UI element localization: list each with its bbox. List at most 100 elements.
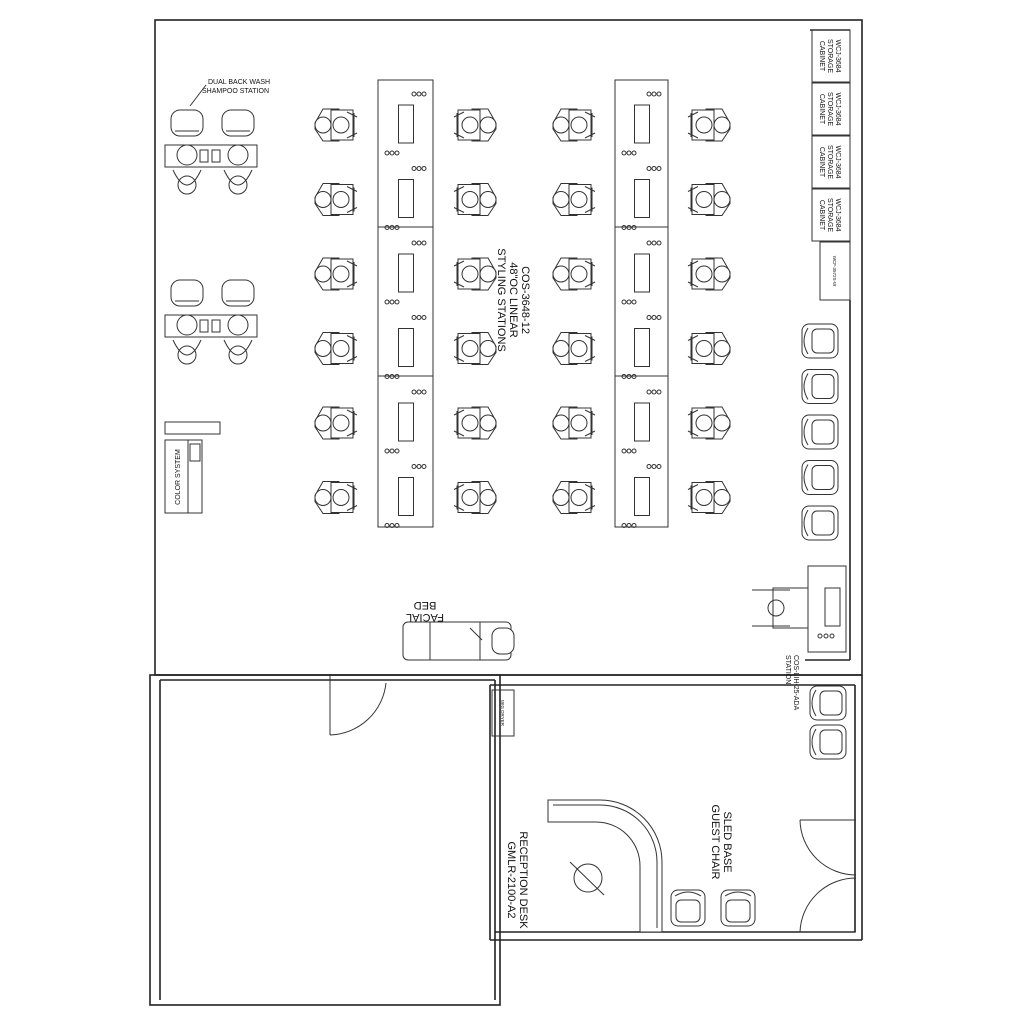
cabinet-label: STORAGE — [826, 198, 833, 232]
cabinet-label: STORAGE — [826, 39, 833, 73]
outlet-icon — [621, 299, 627, 305]
mirror — [398, 328, 414, 367]
outlet-icon — [656, 166, 662, 171]
cabinet-label: WCJ-3684 — [834, 198, 841, 231]
shampoo-stations — [164, 109, 258, 365]
outlet-icon — [384, 523, 390, 528]
outlet-icon — [651, 166, 657, 171]
door-back-room[interactable] — [329, 675, 387, 736]
color-system-text: COLOR SYSTEM — [175, 449, 182, 505]
outlet-icon — [656, 389, 662, 395]
shampoo-label-1: DUAL BACK WASH — [208, 79, 270, 86]
guest-chair — [670, 889, 706, 927]
mirror — [634, 402, 650, 442]
styling-station[interactable] — [314, 315, 497, 379]
cabinet-label: WCJ-3684 — [834, 39, 841, 72]
shampoo-bowl — [176, 144, 198, 166]
styling-chair — [552, 406, 596, 440]
outlet-icon — [651, 240, 657, 246]
styling-station[interactable] — [552, 226, 731, 305]
outlet-icon — [646, 166, 652, 171]
outlet-icon — [421, 464, 427, 469]
styling-station[interactable] — [552, 315, 731, 379]
station-model-text: COS-3648-12 — [519, 266, 531, 334]
styling-station[interactable] — [552, 91, 731, 156]
outlet-icon — [416, 166, 422, 171]
mirror — [634, 179, 650, 218]
styling-chair — [687, 183, 731, 216]
outlet-icon — [656, 240, 662, 246]
shampoo-bowl — [176, 314, 198, 336]
styling-chair — [552, 257, 596, 291]
waiting-chair — [801, 369, 839, 404]
reception-desk-text-1: RECEPTION DESK — [517, 831, 529, 929]
styling-station[interactable] — [314, 91, 497, 156]
outlet-icon — [384, 150, 390, 156]
styling-chair — [552, 183, 596, 216]
outlet-icon — [411, 464, 417, 469]
outlet-icon — [626, 299, 632, 305]
outlet-icon — [411, 315, 417, 320]
guest-chair-text-2: GUEST CHAIR — [709, 805, 721, 880]
styling-station[interactable] — [314, 166, 497, 230]
outlet-icon — [631, 299, 637, 305]
small-cabinet: WCF-3572S-W — [819, 241, 851, 301]
outlet-icon — [651, 389, 657, 395]
outlet-icon — [621, 523, 627, 528]
styling-station[interactable] — [314, 226, 497, 305]
wig-dryer: WIG DRYER — [491, 689, 515, 737]
shampoo-bowl — [227, 144, 249, 166]
outlet-icon — [384, 448, 390, 454]
styling-chair — [687, 406, 731, 440]
ada-station[interactable]: COS-LIH-25-ADA STATION — [752, 565, 847, 711]
styling-chair — [453, 332, 497, 365]
walls — [149, 19, 863, 1006]
outlet-icon — [656, 464, 662, 469]
cabinet-label: WCJ-3684 — [834, 145, 841, 178]
reception-desk: RECEPTION DESK GMLR-2100-A2 — [505, 799, 663, 933]
mirror — [398, 402, 414, 442]
styling-station[interactable] — [552, 166, 731, 230]
outlet-icon — [651, 464, 657, 469]
outlet-icon — [416, 240, 422, 246]
outlet-icon — [646, 389, 652, 395]
cabinet-label: CABINET — [818, 94, 825, 125]
styling-chair — [687, 108, 731, 142]
double-entry-door[interactable] — [799, 819, 857, 933]
mirror — [398, 179, 414, 218]
outlet-icon — [384, 299, 390, 305]
station-spacing-text: 48"OC LINEAR — [507, 262, 519, 337]
outlet-icon — [656, 315, 662, 320]
cabinet-label: STORAGE — [826, 145, 833, 179]
guest-chair-label: SLED BASE GUEST CHAIR — [709, 805, 733, 880]
outlet-icon — [621, 150, 627, 156]
styling-island — [552, 79, 731, 528]
outlet-icon — [421, 240, 427, 246]
styling-station[interactable] — [552, 464, 731, 528]
shampoo-chair — [170, 109, 204, 195]
styling-chair — [453, 481, 497, 514]
styling-station[interactable] — [552, 375, 731, 454]
shampoo-chair — [170, 279, 204, 365]
styling-chair — [687, 481, 731, 514]
mirror — [634, 477, 650, 516]
styling-station[interactable] — [314, 375, 497, 454]
styling-station[interactable] — [314, 464, 497, 528]
styling-stations-label: COS-3648-12 48"OC LINEAR STYLING STATION… — [495, 248, 531, 352]
styling-chair — [453, 183, 497, 216]
outlet-icon — [421, 91, 427, 97]
facial-bed-text-2: BED — [414, 599, 437, 611]
outlet-icon — [631, 448, 637, 454]
outlet-icon — [394, 448, 400, 454]
mirror — [634, 253, 650, 293]
outlet-icon — [411, 240, 417, 246]
shampoo-bowl — [227, 314, 249, 336]
outlet-icon — [421, 389, 427, 395]
shampoo-station[interactable] — [164, 279, 258, 365]
outlet-icon — [394, 299, 400, 305]
shampoo-station[interactable] — [164, 109, 258, 195]
mirror — [634, 104, 650, 144]
styling-chair — [552, 108, 596, 142]
outlet-icon — [416, 91, 422, 97]
shampoo-chair — [221, 109, 255, 195]
